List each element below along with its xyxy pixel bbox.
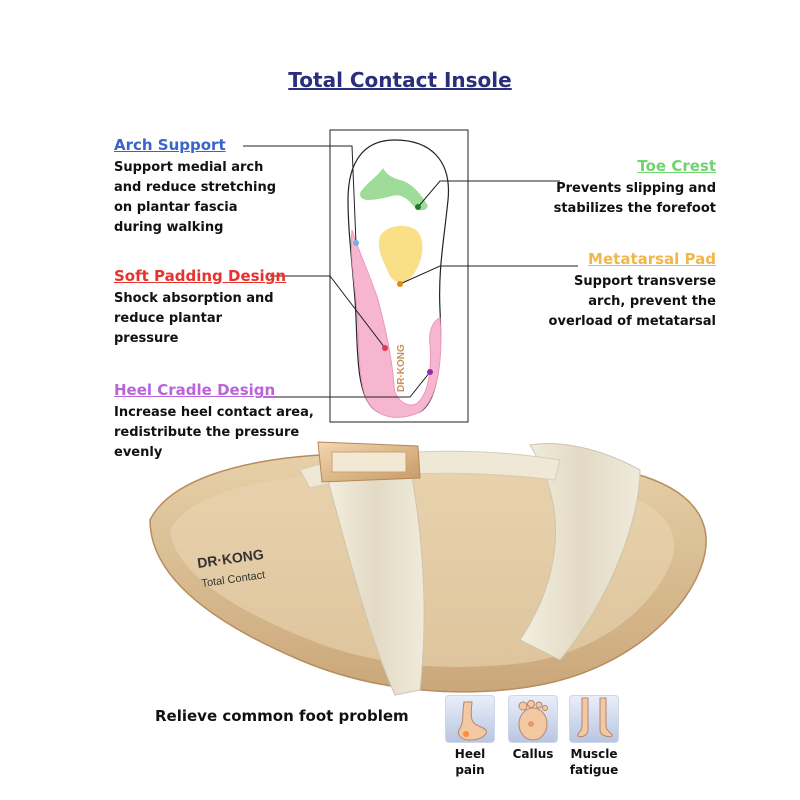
heel-cradle-desc: Increase heel contact area, redistribute… — [114, 405, 314, 460]
relieve-heading: Relieve common foot problem — [155, 707, 409, 725]
heel-cradle-leader — [263, 371, 431, 398]
heel-cradle-callout: Heel Cradle Design Increase heel contact… — [114, 381, 314, 463]
metatarsal-pad-desc: Support transverse arch, prevent the ove… — [548, 274, 716, 329]
toe-crest-leader — [417, 180, 560, 208]
metatarsal-pad-heading: Metatarsal Pad — [588, 250, 716, 268]
toe-crest-area — [360, 168, 428, 211]
problem-label: Callus — [512, 747, 554, 761]
soft-padding-heading: Soft Padding Design — [114, 267, 287, 285]
problem-label: Muscle fatigue — [569, 747, 619, 777]
callus-icon — [508, 695, 558, 743]
arch-support-desc: Support medial arch and reduce stretchin… — [114, 160, 277, 235]
problem-heel-pain: Heel pain — [444, 695, 496, 778]
insole-diagram: DR·KONG — [243, 129, 578, 423]
sandal-front-strap — [324, 464, 425, 696]
arch-support-heading: Arch Support — [114, 136, 226, 154]
metatarsal-pad-callout: Metatarsal Pad Support transverse arch, … — [549, 250, 716, 332]
heel-pain-icon — [445, 695, 495, 743]
soft-padding-callout: Soft Padding Design Shock absorption and… — [114, 267, 286, 349]
sandal-rear-strap — [519, 443, 641, 661]
soft-padding-leader — [270, 275, 386, 349]
soft-padding-area — [350, 229, 442, 418]
toe-crest-heading: Toe Crest — [637, 157, 716, 175]
soft-padding-desc: Shock absorption and reduce plantar pres… — [114, 291, 274, 346]
problem-muscle-fatigue: Muscle fatigue — [568, 695, 620, 778]
page-title: Total Contact Insole — [288, 68, 512, 92]
arch-support-callout: Arch Support Support medial arch and red… — [114, 136, 276, 238]
muscle-fatigue-icon — [569, 695, 619, 743]
metatarsal-pad-area — [378, 225, 423, 283]
toe-crest-desc: Prevents slipping and stabilizes the for… — [553, 181, 716, 216]
metatarsal-leader — [399, 265, 578, 285]
toe-crest-callout: Toe Crest Prevents slipping and stabiliz… — [554, 157, 716, 219]
problem-label: Heel pain — [454, 747, 486, 777]
heel-cradle-heading: Heel Cradle Design — [114, 381, 276, 399]
problem-callus: Callus — [507, 695, 559, 762]
insole-brand: DR·KONG — [396, 344, 407, 392]
arch-support-leader — [243, 145, 357, 244]
